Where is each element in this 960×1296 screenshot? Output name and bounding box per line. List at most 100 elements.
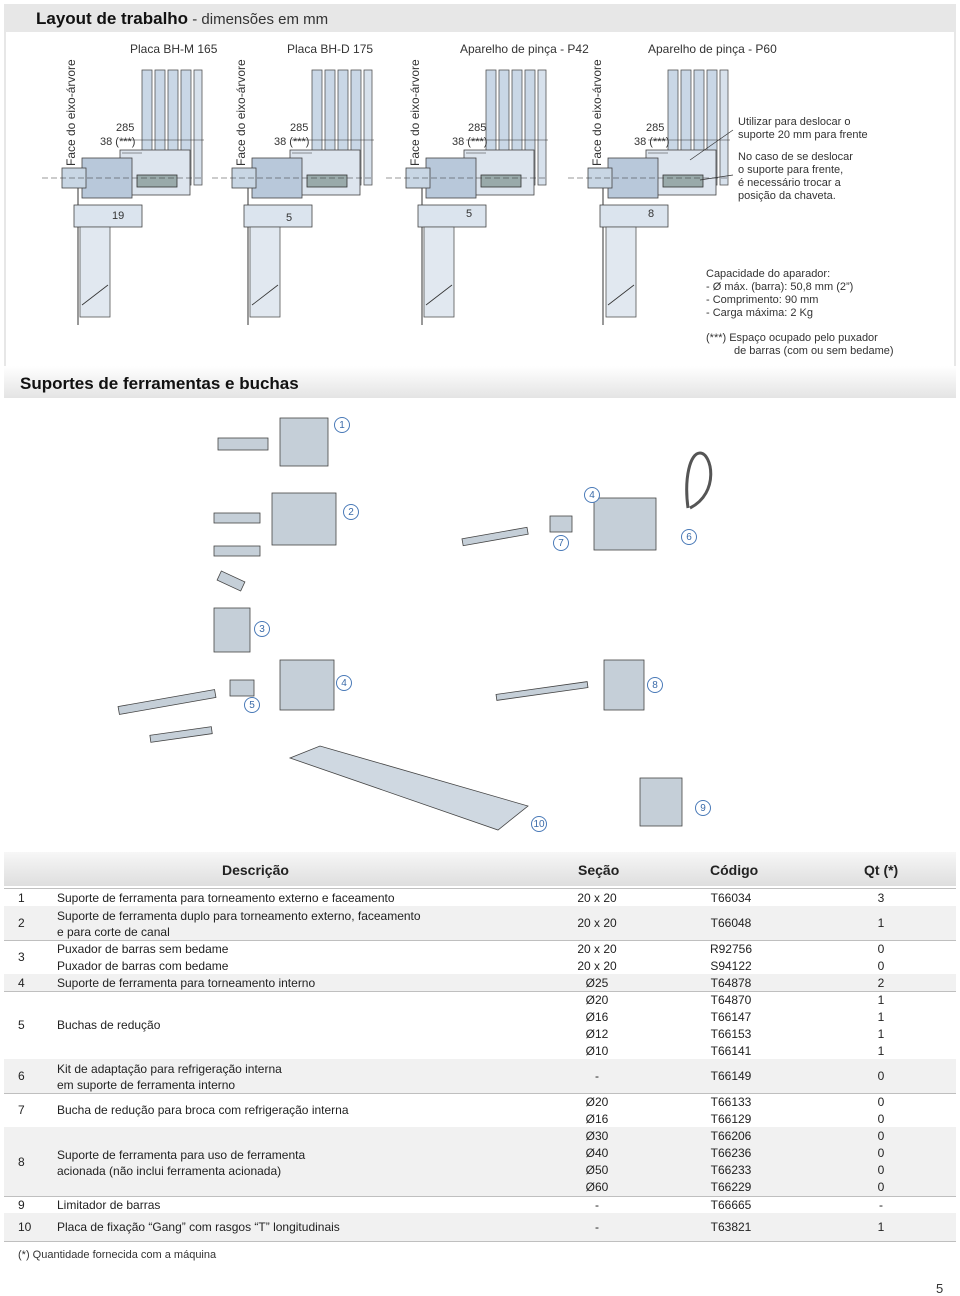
col-header-qt: Qt (*) (864, 862, 899, 878)
title-subtitle: dimensões em mm (201, 11, 329, 28)
cell-qt: 0 (877, 1180, 885, 1194)
cell-codigo: T66141 (710, 1044, 752, 1058)
row-description: Suporte de ferramenta para uso de ferram… (57, 1147, 306, 1162)
footnote: (*) Quantidade fornecida com a máquina (18, 1249, 217, 1261)
cell-qt: 1 (877, 916, 885, 930)
layout-col-title-1: Placa BH-M 165 (130, 42, 218, 56)
cell-qt: 1 (877, 1027, 885, 1041)
cell-secao: 20 x 20 (577, 959, 617, 973)
cell-codigo: T63821 (710, 1220, 752, 1234)
section-header-tools: Suportes de ferramentas e buchas (4, 366, 956, 398)
row-description: Limitador de barras (57, 1197, 161, 1212)
dim-38-2: 38 (***) (274, 136, 310, 148)
cell-secao: Ø10 (585, 1044, 609, 1058)
layout-col-title-2: Placa BH-D 175 (287, 42, 374, 56)
row-description: e para corte de canal (57, 925, 170, 939)
cell-qt: - (879, 1197, 883, 1212)
callout-8: 8 (647, 677, 663, 693)
cell-qt: 1 (877, 1220, 885, 1234)
col-header-secao: Seção (578, 862, 620, 878)
dim-bot-2: 5 (286, 212, 293, 224)
row-description: Puxador de barras com bedame (57, 959, 229, 973)
row-description: Suporte de ferramenta para torneamento e… (57, 890, 395, 905)
row-divider (4, 1196, 956, 1197)
cell-secao: 20 x 20 (577, 942, 617, 956)
cell-qt: 3 (877, 890, 885, 905)
page-number: 5 (936, 1281, 944, 1296)
cell-qt: 1 (877, 1044, 885, 1058)
title-bold: Layout de trabalho (36, 9, 189, 28)
cell-secao: Ø16 (585, 1112, 609, 1126)
row-background (4, 1059, 956, 1093)
cell-secao: Ø25 (585, 975, 609, 990)
spindle-face-label-1: Face do eixo-árvore (64, 59, 78, 166)
row-background (4, 1127, 956, 1196)
cell-codigo: T64870 (710, 993, 752, 1007)
row-description: Bucha de redução para broca com refriger… (57, 1103, 349, 1117)
row-number: 7 (18, 1103, 25, 1117)
cell-codigo: T66236 (710, 1146, 752, 1160)
row-description: acionada (não inclui ferramenta acionada… (57, 1163, 282, 1178)
row-divider (4, 1093, 956, 1094)
section-title: Suportes de ferramentas e buchas (20, 374, 299, 393)
note-shift-support: Utilizar para deslocar o suporte 20 mm p… (738, 116, 868, 141)
note-space: (***) Espaço ocupado pelo puxador de bar… (706, 332, 894, 357)
row-number: 6 (18, 1069, 25, 1083)
row-background (4, 974, 956, 991)
row-description: Suporte de ferramenta para torneamento i… (57, 975, 316, 990)
spindle-face-label-3: Face do eixo-árvore (408, 59, 422, 166)
row-number: 10 (18, 1220, 32, 1234)
row-number: 8 (18, 1154, 25, 1169)
row-number: 9 (18, 1197, 25, 1212)
row-number: 5 (18, 1018, 25, 1032)
col-header-desc: Descrição (222, 862, 289, 878)
row-number: 1 (18, 890, 25, 905)
callout-5: 5 (244, 697, 260, 713)
cell-codigo: T66129 (710, 1112, 752, 1126)
dim-38-1: 38 (***) (100, 136, 136, 148)
cell-qt: 0 (877, 1069, 885, 1083)
cell-codigo: T66034 (710, 890, 752, 905)
cell-codigo: T66153 (710, 1027, 752, 1041)
cell-secao: - (595, 1069, 599, 1083)
callout-2: 2 (343, 504, 359, 520)
cell-qt: 0 (877, 1163, 885, 1177)
cell-secao: Ø30 (585, 1129, 609, 1143)
cell-codigo: T66149 (710, 1069, 752, 1083)
cell-secao: - (595, 1220, 599, 1234)
cell-qt: 0 (877, 1095, 885, 1109)
cell-secao: Ø60 (585, 1180, 609, 1194)
cell-secao: Ø16 (585, 1010, 609, 1024)
cell-qt: 2 (877, 975, 885, 990)
dim-285-3: 285 (468, 122, 487, 134)
dim-38-3: 38 (***) (452, 136, 488, 148)
cell-qt: 0 (877, 1112, 885, 1126)
cell-codigo: S94122 (710, 959, 752, 973)
cell-qt: 0 (877, 1146, 885, 1160)
layout-col-title-3: Aparelho de pinça - P42 (460, 42, 589, 56)
cell-secao: - (595, 1197, 599, 1212)
callout-3: 3 (254, 621, 270, 637)
dim-285-1: 285 (116, 122, 135, 134)
section-header-layout: Layout de trabalho - dimensões em mm (4, 4, 956, 32)
callout-7: 7 (553, 535, 569, 551)
row-description: em suporte de ferramenta interno (57, 1078, 236, 1092)
cell-codigo: T66665 (710, 1197, 752, 1212)
cell-secao: Ø50 (585, 1163, 609, 1177)
dim-285-4: 285 (646, 122, 665, 134)
row-description: Suporte de ferramenta duplo para torneam… (57, 909, 421, 923)
col-header-codigo: Código (710, 862, 759, 878)
callout-4-upper: 4 (584, 487, 600, 503)
callout-4-lower: 4 (336, 675, 352, 691)
page-title: Layout de trabalho - dimensões em mm (36, 9, 329, 28)
parts-illustration (117, 417, 713, 831)
spindle-face-label-4: Face do eixo-árvore (590, 59, 604, 166)
row-background (4, 1213, 956, 1241)
cell-codigo: T66133 (710, 1095, 752, 1109)
callout-6: 6 (681, 529, 697, 545)
row-number: 3 (18, 950, 25, 964)
note-capacity: Capacidade do aparador: - Ø máx. (barra)… (706, 268, 854, 319)
callout-1: 1 (334, 417, 350, 433)
row-description: Kit de adaptação para refrigeração inter… (57, 1062, 282, 1076)
cell-secao: Ø20 (585, 993, 609, 1007)
